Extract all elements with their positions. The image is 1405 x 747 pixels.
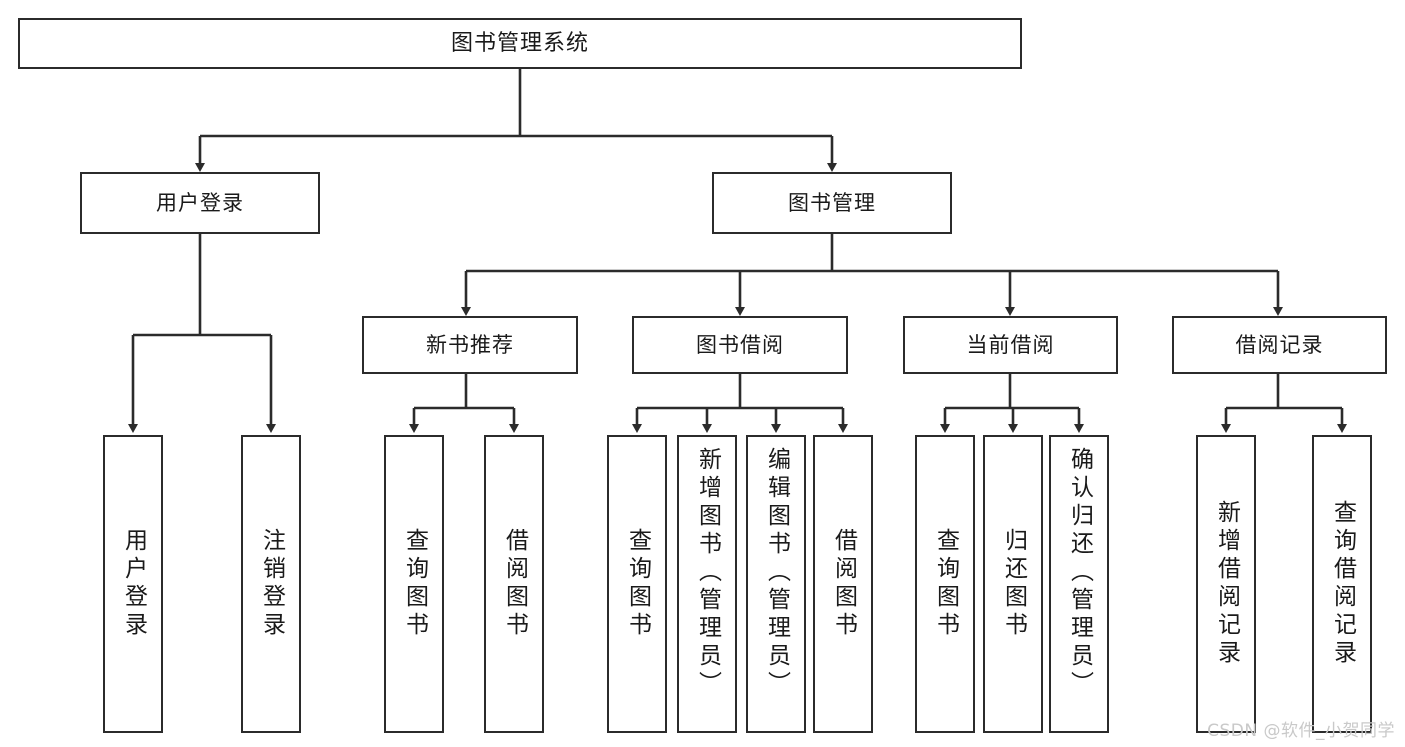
leaf-book-borrow-query[interactable]: 查询图书 — [607, 435, 667, 733]
leaf-user-login-login[interactable]: 用户登录 — [103, 435, 163, 733]
watermark: CSDN @软件_小贺同学 — [1207, 721, 1395, 741]
leaf-current-borrow-return[interactable]: 归还图书 — [983, 435, 1043, 733]
leaf-label: 归还图书 — [1000, 528, 1027, 640]
leaf-new-book-query[interactable]: 查询图书 — [384, 435, 444, 733]
leaf-new-book-borrow[interactable]: 借阅图书 — [484, 435, 544, 733]
leaf-label: 借阅图书 — [501, 528, 528, 640]
node-user-login[interactable]: 用户登录 — [80, 172, 320, 234]
node-root[interactable]: 图书管理系统 — [18, 18, 1022, 69]
node-new-book-recommend[interactable]: 新书推荐 — [362, 316, 578, 374]
node-book-borrow[interactable]: 图书借阅 — [632, 316, 848, 374]
node-user-login-label: 用户登录 — [156, 190, 244, 215]
node-current-borrow-label: 当前借阅 — [966, 332, 1055, 357]
node-current-borrow[interactable]: 当前借阅 — [903, 316, 1118, 374]
leaf-label: 编辑图书（管理员） — [763, 447, 790, 699]
node-book-borrow-label: 图书借阅 — [696, 332, 784, 357]
node-borrow-record[interactable]: 借阅记录 — [1172, 316, 1387, 374]
node-book-management[interactable]: 图书管理 — [712, 172, 952, 234]
leaf-label: 查询图书 — [624, 528, 651, 640]
leaf-current-borrow-confirm[interactable]: 确认归还（管理员） — [1049, 435, 1109, 733]
leaf-book-borrow-borrow[interactable]: 借阅图书 — [813, 435, 873, 733]
leaf-label: 新增借阅记录 — [1213, 500, 1240, 668]
leaf-current-borrow-query[interactable]: 查询图书 — [915, 435, 975, 733]
node-borrow-record-label: 借阅记录 — [1235, 332, 1324, 357]
leaf-label: 查询图书 — [932, 528, 959, 640]
node-root-label: 图书管理系统 — [450, 30, 589, 56]
leaf-label: 查询图书 — [401, 528, 428, 640]
leaf-user-login-logout[interactable]: 注销登录 — [241, 435, 301, 733]
leaf-borrow-record-query[interactable]: 查询借阅记录 — [1312, 435, 1372, 733]
leaf-label: 查询借阅记录 — [1329, 500, 1356, 668]
leaf-book-borrow-edit[interactable]: 编辑图书（管理员） — [746, 435, 806, 733]
leaf-book-borrow-add[interactable]: 新增图书（管理员） — [677, 435, 737, 733]
leaf-label: 确认归还（管理员） — [1066, 447, 1093, 699]
leaf-label: 新增图书（管理员） — [694, 447, 721, 699]
leaf-label: 用户登录 — [120, 528, 147, 640]
leaf-label: 借阅图书 — [830, 528, 857, 640]
leaf-borrow-record-add[interactable]: 新增借阅记录 — [1196, 435, 1256, 733]
leaf-label: 注销登录 — [258, 528, 285, 640]
node-book-management-label: 图书管理 — [788, 190, 876, 215]
node-new-book-recommend-label: 新书推荐 — [426, 332, 514, 357]
